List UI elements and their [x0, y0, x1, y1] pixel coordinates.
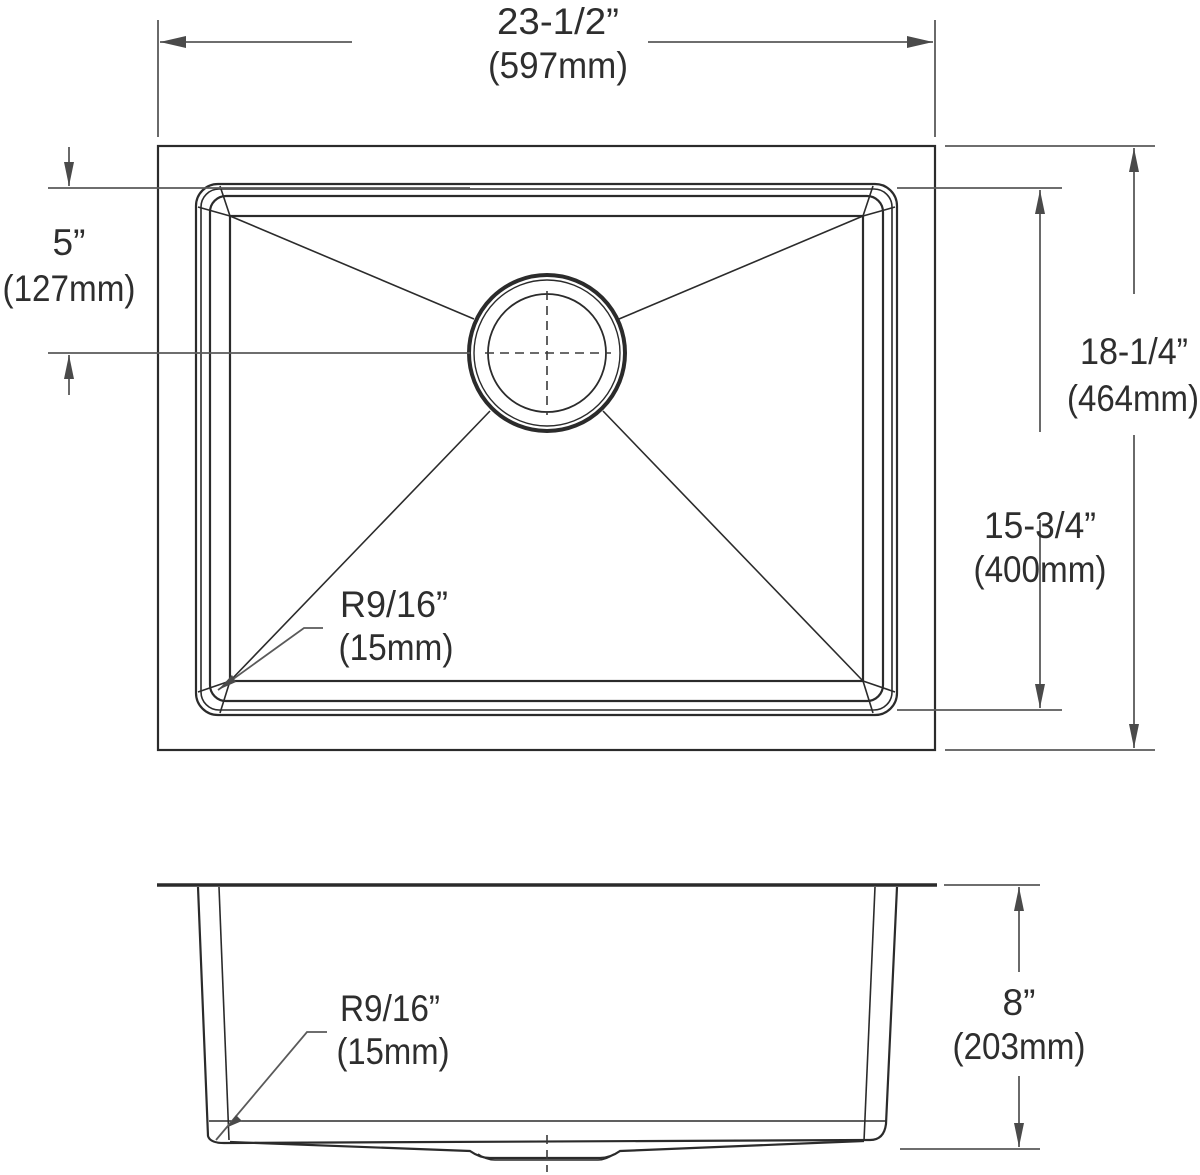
overall-depth-dimension: 18-1/4” (464mm) [945, 145, 1199, 751]
bowl-inner-step [208, 194, 885, 703]
bowl-floor [228, 214, 865, 683]
arrow-left-icon [160, 36, 186, 48]
inner-wall-right [863, 886, 876, 1142]
overall-depth-imperial: 18-1/4” [1080, 331, 1188, 372]
bowl-rim-inner [200, 188, 893, 711]
drain-icon [467, 273, 627, 433]
side-view: 8” (203mm) R9/16” (15mm) [157, 883, 1086, 1172]
drain-offset-imperial: 5” [53, 222, 86, 263]
floor-slope-line [602, 410, 864, 682]
inner-wall-left [218, 886, 230, 1141]
top-corner-radius-metric: (15mm) [339, 627, 454, 668]
corner-bevel [862, 680, 896, 693]
drain-offset-metric: (127mm) [3, 268, 136, 309]
corner-bevel [197, 206, 231, 217]
bowl-depth-metric: (400mm) [974, 549, 1107, 590]
bowl-height-metric: (203mm) [953, 1026, 1086, 1067]
bowl-depth-imperial: 15-3/4” [984, 505, 1096, 546]
bowl-rim-outer [194, 182, 899, 717]
leader-arrow-icon [228, 1115, 242, 1127]
top-corner-radius-imperial: R9/16” [340, 584, 448, 625]
sink-flange-outline [156, 144, 937, 752]
floor-slope-line [229, 410, 491, 682]
drain-offset-dimension: 5” (127mm) [3, 147, 470, 395]
drain-flange [477, 1153, 615, 1161]
corner-bevel [862, 206, 896, 217]
side-corner-radius-callout: R9/16” (15mm) [215, 988, 450, 1141]
side-corner-radius-metric: (15mm) [337, 1031, 450, 1072]
arrow-up-icon [1035, 190, 1045, 214]
leader-arrow-icon [218, 675, 236, 690]
arrow-down-icon [1014, 1123, 1024, 1147]
arrow-up-icon [1129, 148, 1139, 172]
corner-bevel [219, 185, 231, 217]
arrow-up-icon [64, 355, 74, 379]
side-corner-radius-imperial: R9/16” [340, 988, 440, 1029]
bowl-height-dimension: 8” (203mm) [900, 884, 1086, 1150]
bowl-depth-dimension: 15-3/4” (400mm) [897, 187, 1107, 711]
top-view: 23-1/2” (597mm) 5” (127mm) 15-3/4” (400m… [3, 1, 1199, 752]
overall-depth-metric: (464mm) [1067, 378, 1199, 419]
overall-width-imperial: 23-1/2” [497, 1, 619, 42]
bowl-underside [229, 1139, 865, 1160]
arrow-right-icon [907, 36, 933, 48]
corner-bevel [862, 680, 874, 714]
floor-slope-line [229, 215, 475, 320]
arrow-up-icon [1014, 887, 1024, 911]
corner-bevel [197, 680, 231, 693]
top-corner-radius-callout: R9/16” (15mm) [217, 584, 454, 691]
arrow-down-icon [1129, 724, 1139, 748]
floor-slope-line [618, 215, 864, 320]
bowl-height-imperial: 8” [1003, 982, 1036, 1023]
corner-bevel [862, 185, 874, 217]
arrow-down-icon [1035, 684, 1045, 708]
overall-width-dimension: 23-1/2” (597mm) [157, 1, 936, 137]
overall-width-metric: (597mm) [488, 45, 628, 86]
bowl-outer-profile [196, 886, 899, 1145]
arrow-down-icon [64, 162, 74, 186]
corner-bevel [219, 680, 231, 714]
